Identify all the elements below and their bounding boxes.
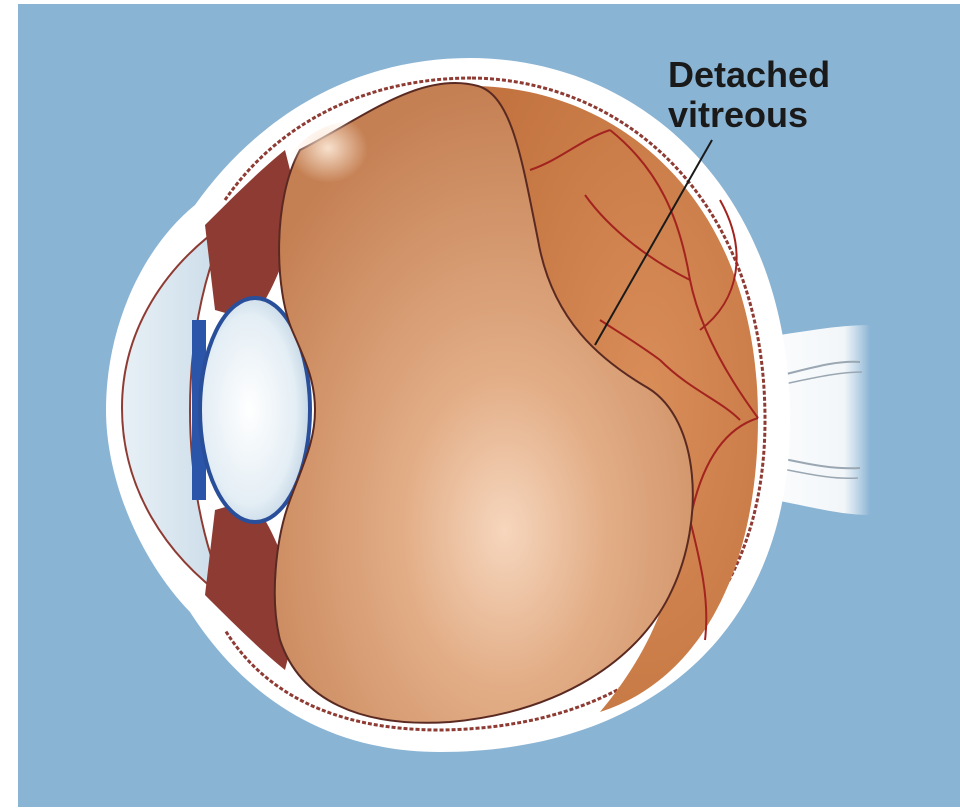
label-line-2: vitreous xyxy=(668,95,830,135)
label-line-1: Detached xyxy=(668,55,830,95)
detached-vitreous-label: Detached vitreous xyxy=(668,55,830,135)
vitreous-highlight xyxy=(280,120,440,260)
